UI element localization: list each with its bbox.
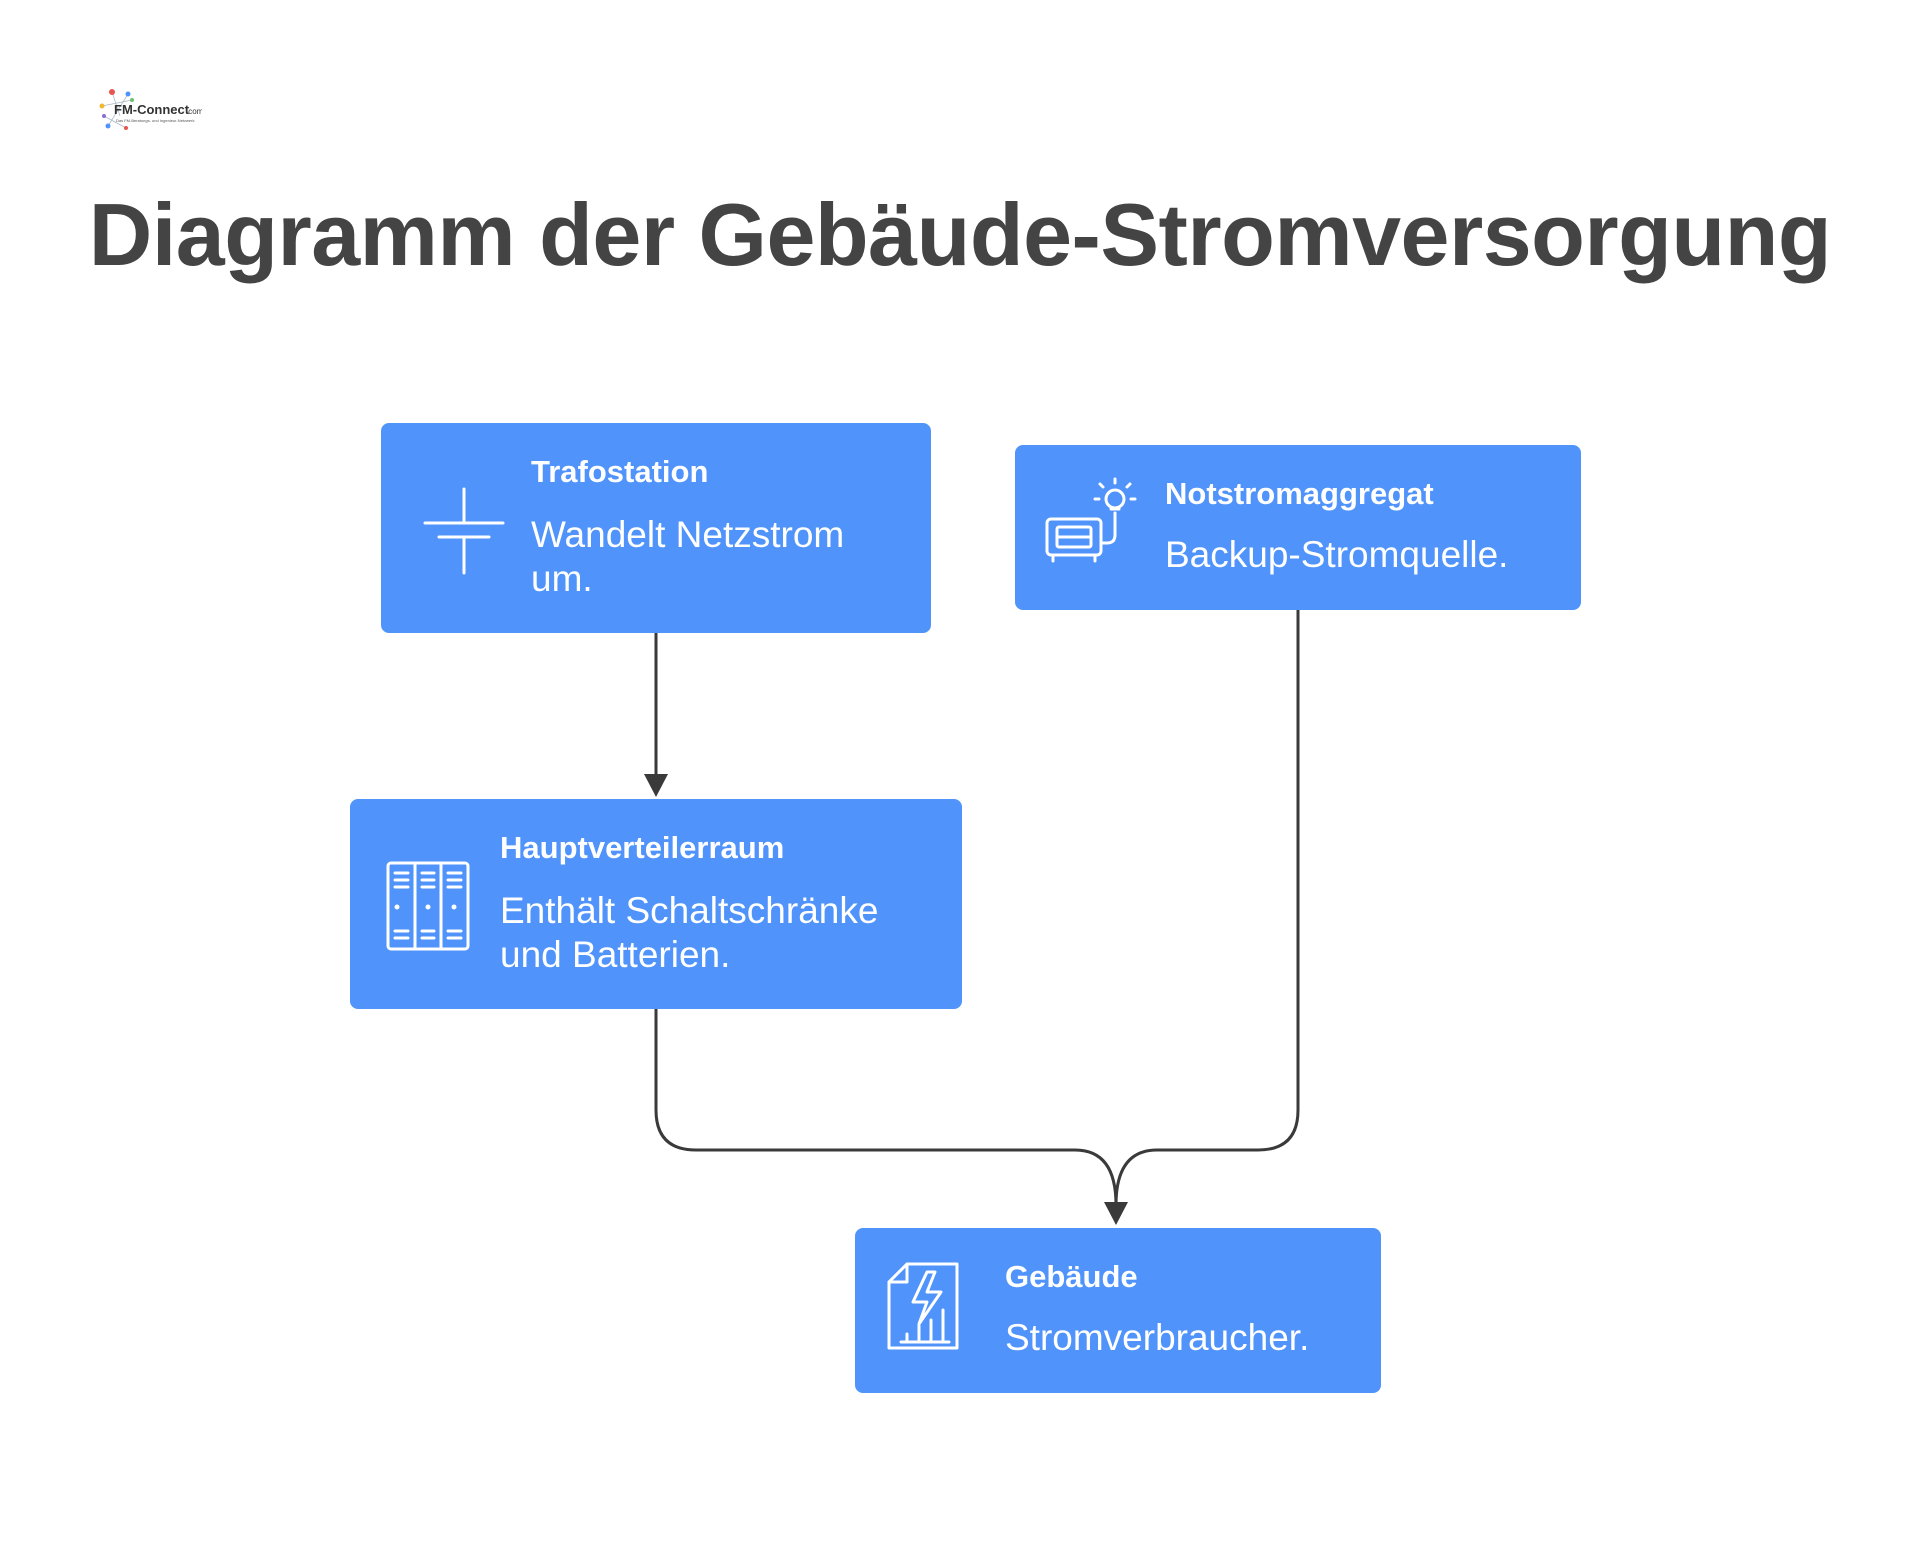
arrowhead-gebaeude <box>1104 1202 1128 1225</box>
fm-connect-logo: FM-Connect .com Das FM-Beratungs- und In… <box>99 89 202 130</box>
node-title: Notstromaggregat <box>1165 476 1434 511</box>
node-title: Trafostation <box>531 454 709 489</box>
switch-cabinet-icon <box>386 861 470 951</box>
generator-icon <box>1045 477 1137 563</box>
svg-text:.com: .com <box>186 107 202 116</box>
energy-consumption-icon <box>887 1262 959 1350</box>
arrowhead-hauptverteilerraum <box>644 774 668 797</box>
node-trafostation: Trafostation Wandelt Netzstrom um. <box>381 423 931 633</box>
node-description: Enthält Schaltschränke und Batterien. <box>500 890 879 975</box>
node-hauptverteilerraum: Hauptverteilerraum Enthält Schaltschränk… <box>350 799 962 1009</box>
node-title: Hauptverteilerraum <box>500 830 785 865</box>
node-description: Backup-Stromquelle. <box>1165 534 1509 575</box>
svg-text:FM-Connect: FM-Connect <box>114 102 190 117</box>
node-description: Wandelt Netzstrom um. <box>531 514 845 599</box>
svg-text:Das FM-Beratungs- und Ingenieu: Das FM-Beratungs- und Ingenieur-Netzwerk <box>116 118 194 123</box>
diagram-title: Diagramm der Gebäude-Stromversorgung <box>88 185 1832 284</box>
edge-hauptverteilerraum-to-gebaeude <box>654 1009 1118 1206</box>
node-title: Gebäude <box>1005 1259 1138 1294</box>
node-gebaeude: Gebäude Stromverbraucher. <box>855 1228 1381 1393</box>
node-notstromaggregat: Notstromaggregat Backup-Stromquelle. <box>1015 445 1581 610</box>
node-description: Stromverbraucher. <box>1005 1317 1310 1358</box>
transformer-icon <box>423 487 505 575</box>
edge-notstrom-to-gebaeude <box>1114 610 1300 1206</box>
